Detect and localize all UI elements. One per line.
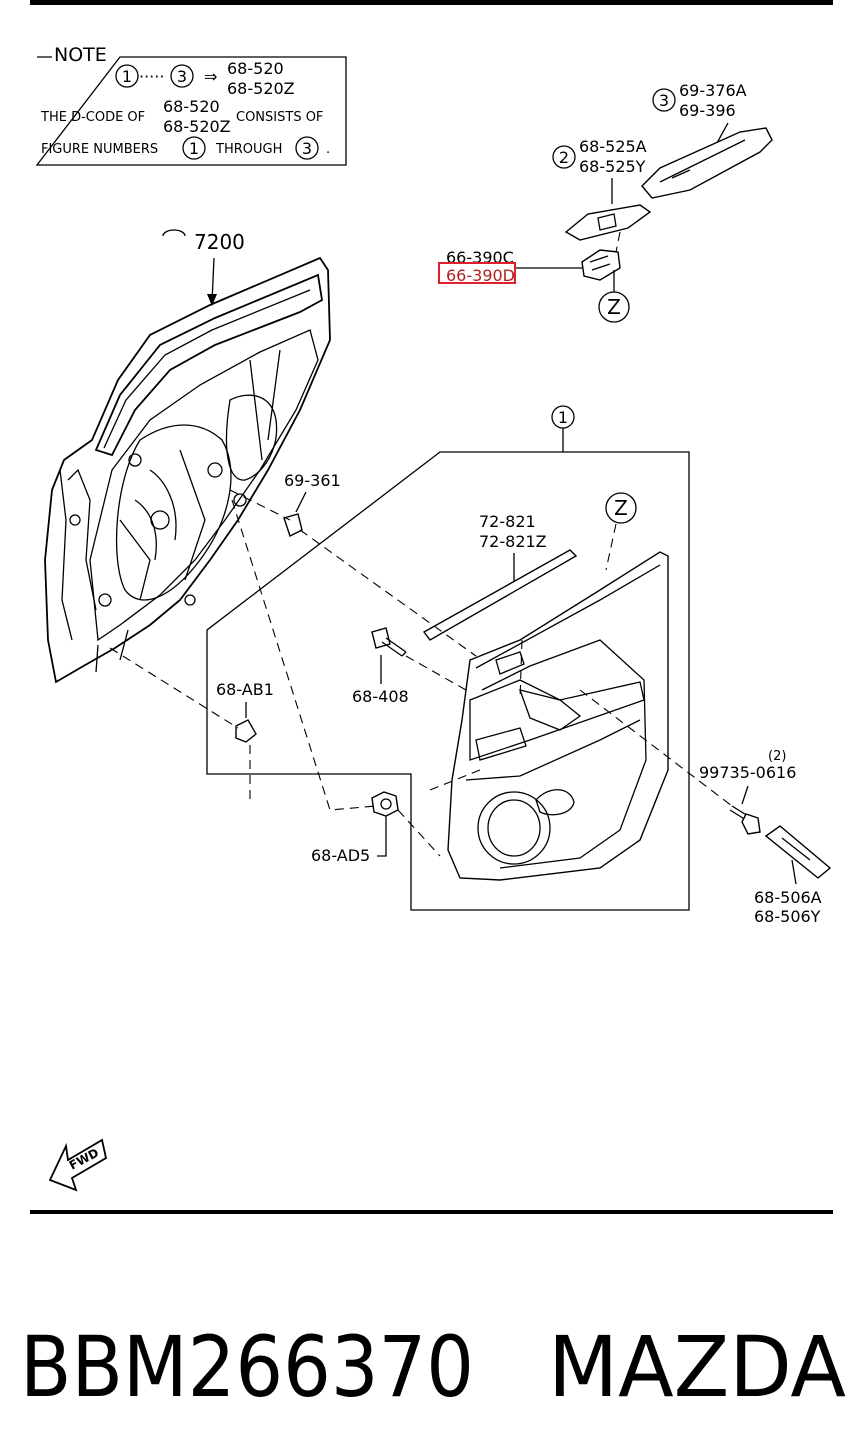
cap-code-1: 68-506A (754, 888, 822, 907)
clip-69-361-label: 69-361 (284, 471, 341, 490)
note-line2-suffix: CONSISTS OF (236, 110, 323, 125)
note-line3-to: 3 (302, 139, 312, 158)
switch-panel-code-2: 68-525Y (579, 157, 646, 176)
trim-num: 1 (558, 408, 568, 427)
door-shell-label: 7200 (194, 230, 245, 254)
weatherstrip-part: 72-821 72-821Z Z (422, 492, 637, 641)
weatherstrip-code-1: 72-821 (479, 512, 536, 531)
detail-z-top-circle (598, 291, 630, 323)
cap-part: 68-506A 68-506Y (754, 825, 832, 926)
note-arrow-icon: ⇒ (204, 67, 217, 86)
note-dots: ····· (139, 67, 164, 86)
cap-code-2: 68-506Y (754, 907, 821, 926)
note-line3-end: . (326, 142, 330, 157)
switch-panel-part: 2 68-525A 68-525Y (552, 137, 652, 241)
switch-code-2-highlighted: 66-390D (446, 266, 515, 285)
weatherstrip-code-2: 72-821Z (479, 532, 547, 551)
note-range-from: 1 (122, 67, 132, 86)
note-code-1: 68-520 (227, 59, 284, 78)
garnish-code-1: 69-376A (679, 81, 747, 100)
garnish-code-2: 69-396 (679, 101, 736, 120)
screw-part: (2) 99735-0616 (699, 749, 796, 835)
note-line3-mid: THROUGH (215, 142, 282, 157)
note-line3-from: 1 (189, 139, 199, 158)
top-rule (30, 0, 833, 5)
screw-qty: (2) (768, 749, 786, 764)
clip-68-ab1-label: 68-AB1 (216, 680, 274, 699)
note-line2-code-1: 68-520 (163, 97, 220, 116)
note-box: NOTE 1 ····· 3 ⇒ 68-520 68-520Z THE D-CO… (35, 44, 347, 166)
garnish-num: 3 (659, 91, 669, 110)
assembly-leader-lines (109, 489, 733, 857)
bolt-68-408-label: 68-408 (352, 687, 409, 706)
clip-68-ad5-part: 68-AD5 (311, 791, 399, 865)
note-line3-circle-3 (295, 136, 319, 160)
door-shell: 7200 (44, 229, 331, 684)
footer-part-number: BBM266370 (20, 1318, 474, 1416)
note-code-2: 68-520Z (227, 79, 295, 98)
clip-68-ad5-label: 68-AD5 (311, 846, 370, 865)
note-circle-1 (115, 64, 139, 88)
switch-panel-num: 2 (559, 148, 569, 167)
note-circle-3 (170, 64, 194, 88)
detail-z-top: Z (607, 295, 621, 319)
fwd-arrow-icon: FWD (48, 1138, 108, 1192)
note-line2-prefix: THE D-CODE OF (40, 110, 145, 125)
detail-z-trim: Z (614, 496, 628, 520)
garnish-num-circle (652, 88, 676, 112)
switch-code-1: 66-390C (446, 248, 514, 267)
door-shell-icon (162, 229, 186, 237)
footer-brand: MAZDA (548, 1318, 846, 1416)
bolt-68-408-part: 68-408 (352, 627, 409, 706)
highlight-box (438, 262, 516, 284)
door-trim-panel (447, 551, 669, 881)
detail-z-trim-circle (605, 492, 637, 524)
clip-69-361-part: 69-361 (283, 471, 341, 537)
door-trim-group: 1 (206, 405, 690, 911)
note-line3-circle-1 (182, 136, 206, 160)
note-heading: NOTE (54, 44, 107, 66)
note-line2-code-2: 68-520Z (163, 117, 231, 136)
switch-panel-code-1: 68-525A (579, 137, 647, 156)
bottom-rule (30, 1210, 833, 1214)
window-switch-part: 66-390C 66-390D Z (438, 231, 630, 323)
switch-panel-num-circle (552, 145, 576, 169)
note-range-to: 3 (177, 67, 187, 86)
note-line3-prefix: FIGURE NUMBERS (41, 142, 158, 157)
clip-68-ab1-part: 68-AB1 (216, 680, 274, 743)
garnish-part: 3 69-376A 69-396 (641, 81, 773, 199)
screw-code: 99735-0616 (699, 763, 796, 782)
